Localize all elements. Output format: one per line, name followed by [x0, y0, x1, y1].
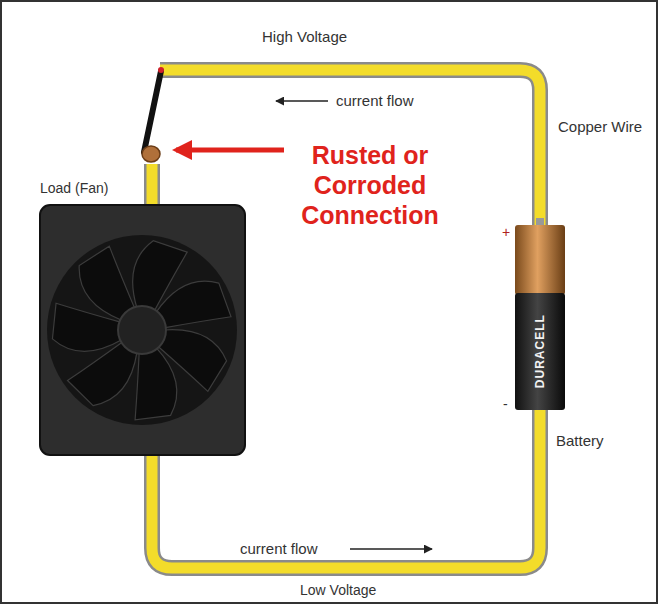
- fan-blades: [52, 241, 231, 420]
- load-label: Load (Fan): [40, 180, 108, 197]
- switch-clip: [142, 67, 164, 162]
- fan-hub: [118, 306, 166, 354]
- contact-dot: [158, 67, 164, 73]
- copper-wire: [152, 70, 540, 568]
- fan: [40, 205, 245, 455]
- switch-lever: [144, 71, 161, 152]
- battery-label: Battery: [556, 432, 604, 450]
- battery-top: [515, 225, 565, 295]
- wire-label: Copper Wire: [558, 118, 642, 136]
- voltage-label: Low Voltage: [300, 582, 376, 599]
- current-label: current flow: [336, 92, 414, 110]
- fan-blade: [135, 347, 177, 420]
- polarity-sign: -: [503, 396, 508, 413]
- voltage-label: High Voltage: [262, 28, 347, 46]
- battery-body: [515, 293, 565, 410]
- fan-blade: [156, 281, 231, 328]
- callout-text: Rusted or Corroded Connection: [290, 140, 450, 230]
- polarity-sign: +: [502, 224, 510, 241]
- current-arrow: [350, 548, 432, 550]
- wire: [147, 164, 158, 205]
- current-label: current flow: [240, 540, 318, 558]
- battery-terminal: [536, 218, 544, 226]
- fan-housing: [40, 205, 245, 455]
- fan-opening: [47, 235, 237, 425]
- corroded-contact: [142, 146, 160, 162]
- battery-brand: DURACELL: [533, 301, 547, 401]
- wire-outline: [144, 164, 160, 205]
- battery: [515, 218, 565, 410]
- fan-blade: [79, 246, 135, 320]
- current-arrow: [276, 100, 328, 102]
- callout-arrow: [176, 148, 284, 153]
